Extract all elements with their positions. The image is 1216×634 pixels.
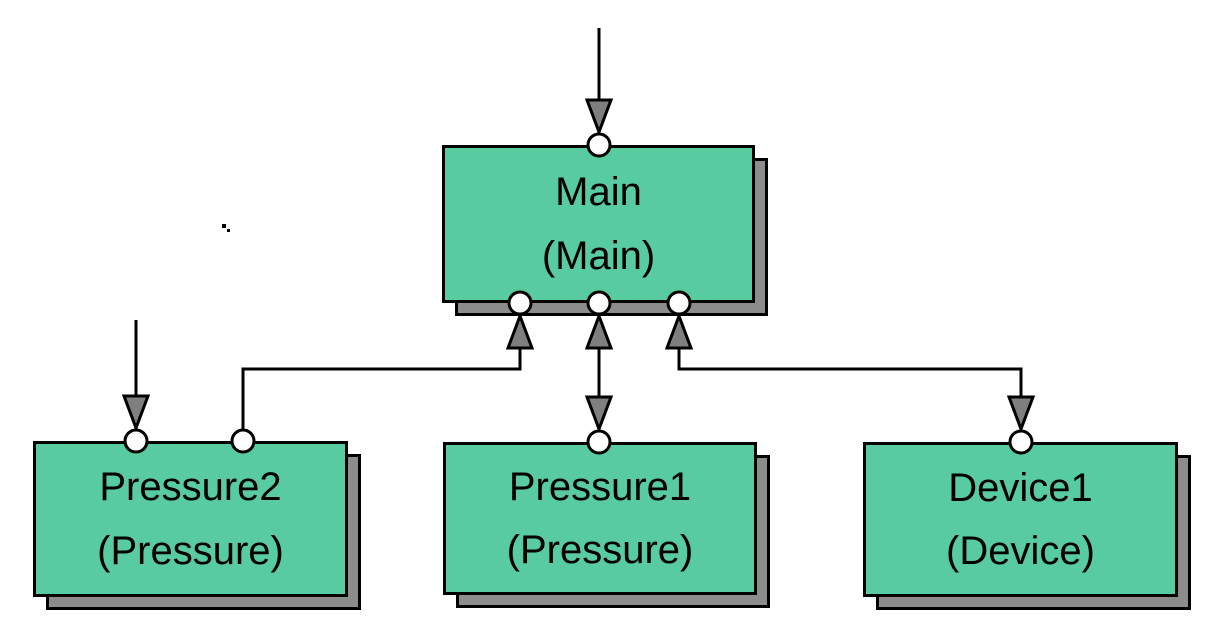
arrowhead-up-icon	[584, 311, 614, 350]
node-body[interactable]: Main (Main)	[442, 145, 755, 303]
node-device1[interactable]: Device1 (Device)	[863, 442, 1191, 610]
node-title: Device1	[948, 466, 1093, 510]
node-title: Pressure1	[508, 465, 692, 510]
connector-external-into-pressure2[interactable]	[121, 320, 151, 433]
arrowhead-down-icon	[1006, 395, 1036, 434]
connector-main-pressure1[interactable]	[584, 311, 614, 434]
stray-mark	[222, 224, 226, 228]
arrowhead-down-icon	[584, 395, 614, 434]
connector-main-device1[interactable]	[664, 311, 1036, 434]
arrowhead-up-icon	[505, 311, 535, 350]
node-title: Main	[555, 170, 642, 214]
node-subtitle: (Device)	[946, 529, 1095, 573]
node-main[interactable]: Main (Main)	[442, 145, 768, 316]
node-subtitle: (Main)	[541, 234, 656, 278]
node-pressure1[interactable]: Pressure1 (Pressure)	[443, 442, 770, 608]
node-subtitle: (Pressure)	[97, 528, 284, 573]
arrowhead-down-icon	[584, 98, 614, 137]
node-body[interactable]: Device1 (Device)	[863, 442, 1178, 597]
node-subtitle: (Pressure)	[506, 527, 694, 572]
stray-mark	[227, 229, 230, 232]
connector-main-pressure2[interactable]	[241, 311, 535, 430]
wire[interactable]	[241, 348, 522, 430]
node-title: Pressure2	[99, 465, 282, 510]
arrowhead-up-icon	[664, 311, 694, 350]
arrowhead-down-icon	[121, 394, 151, 433]
node-body[interactable]: Pressure1 (Pressure)	[443, 442, 757, 595]
wire[interactable]	[677, 348, 1023, 397]
node-pressure2[interactable]: Pressure2 (Pressure)	[33, 441, 361, 610]
node-body[interactable]: Pressure2 (Pressure)	[33, 441, 348, 597]
connector-external-into-main[interactable]	[584, 28, 614, 137]
